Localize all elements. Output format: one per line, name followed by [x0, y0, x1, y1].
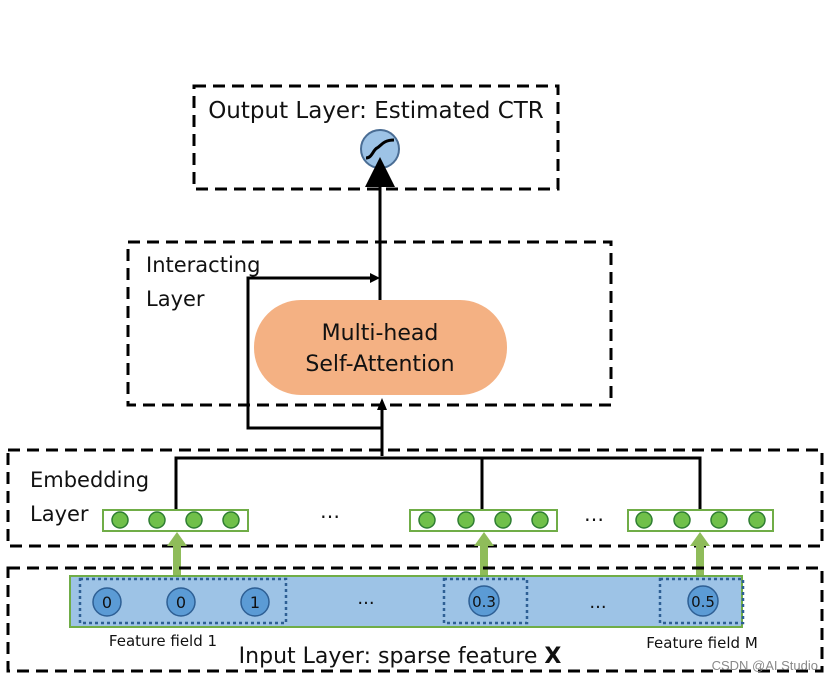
green-up-arrow-m — [690, 532, 710, 576]
output-layer-box — [192, 84, 560, 191]
embedding-dot — [494, 511, 512, 529]
input-node-value: 0.3 — [472, 593, 496, 611]
watermark: CSDN @AI Studio — [712, 658, 818, 673]
green-up-arrow-1 — [167, 532, 187, 576]
residual-connection — [246, 276, 382, 430]
output-layer-title: Output Layer: Estimated CTR — [208, 98, 544, 124]
embedding-layer-box — [6, 448, 824, 548]
attention-label-line2: Self-Attention — [305, 352, 454, 377]
embedding-dot — [148, 511, 166, 529]
embedding-vector-1 — [102, 509, 249, 532]
embedding-layer-title-line2: Layer — [30, 502, 89, 526]
input-node-value: 1 — [250, 593, 260, 612]
embedding-layer-title-line1: Embedding — [30, 468, 149, 492]
input-node: 1 — [240, 587, 270, 617]
embedding-dot — [748, 511, 766, 529]
feature-field-2-group — [442, 577, 529, 625]
embedding-vector-2 — [409, 509, 558, 532]
attention-label-line1: Multi-head — [322, 321, 439, 346]
feature-field-m-group — [658, 577, 745, 625]
input-layer-title-text: Input Layer: sparse feature — [239, 644, 545, 669]
embedding-dot — [185, 511, 203, 529]
embedding-dot — [457, 511, 475, 529]
green-up-arrow-2 — [474, 532, 494, 576]
input-ellipsis-1: ... — [357, 588, 374, 609]
input-ellipsis-2: ... — [589, 592, 606, 613]
embedding-dot — [635, 511, 653, 529]
feature-field-m-label: Feature field M — [646, 634, 758, 652]
input-node-value: 0 — [102, 593, 112, 612]
embedding-dot — [222, 511, 240, 529]
embedding-dot — [111, 511, 129, 529]
multi-head-self-attention-block — [254, 300, 507, 395]
sigmoid-icon — [360, 129, 400, 169]
feature-field-1-group — [78, 577, 288, 625]
attention-input-arrowhead — [377, 398, 387, 410]
input-node-value: 0 — [176, 593, 186, 612]
embedding-vector-m — [627, 509, 774, 532]
interacting-layer-title-line1: Interacting — [146, 253, 260, 277]
input-node: 0.3 — [468, 585, 500, 617]
input-node: 0 — [166, 587, 196, 617]
input-node: 0 — [92, 587, 122, 617]
feature-field-1-label: Feature field 1 — [109, 632, 217, 650]
input-layer-box — [6, 566, 824, 673]
input-layer-title: Input Layer: sparse feature X — [239, 644, 562, 669]
embedding-ellipsis-2: … — [584, 502, 604, 526]
embedding-ellipsis-1: … — [320, 499, 340, 523]
embedding-dot — [418, 511, 436, 529]
residual-arrowhead — [370, 273, 380, 283]
embedding-bus-line — [174, 456, 702, 510]
embedding-dot — [531, 511, 549, 529]
embedding-dot — [673, 511, 691, 529]
interacting-layer-title-line2: Layer — [146, 287, 205, 311]
embedding-dot — [710, 511, 728, 529]
input-node-value: 0.5 — [691, 593, 715, 611]
input-layer-title-bold: X — [544, 644, 561, 669]
input-node: 0.5 — [687, 585, 719, 617]
